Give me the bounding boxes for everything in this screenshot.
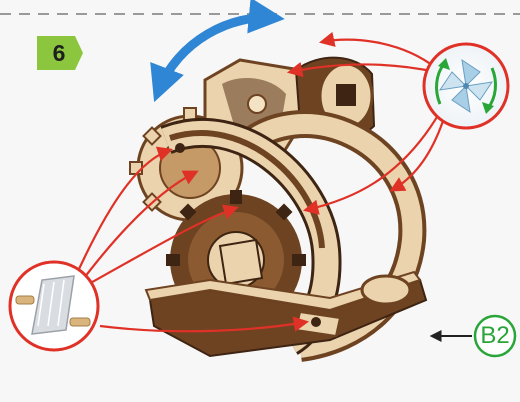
brush-callout [10, 262, 98, 350]
step-number: 6 [37, 36, 81, 70]
reference-label: B2 [474, 316, 516, 356]
pinwheel-callout [424, 44, 508, 128]
step-badge: 6 [37, 36, 85, 70]
wooden-mechanism-model [130, 58, 426, 356]
